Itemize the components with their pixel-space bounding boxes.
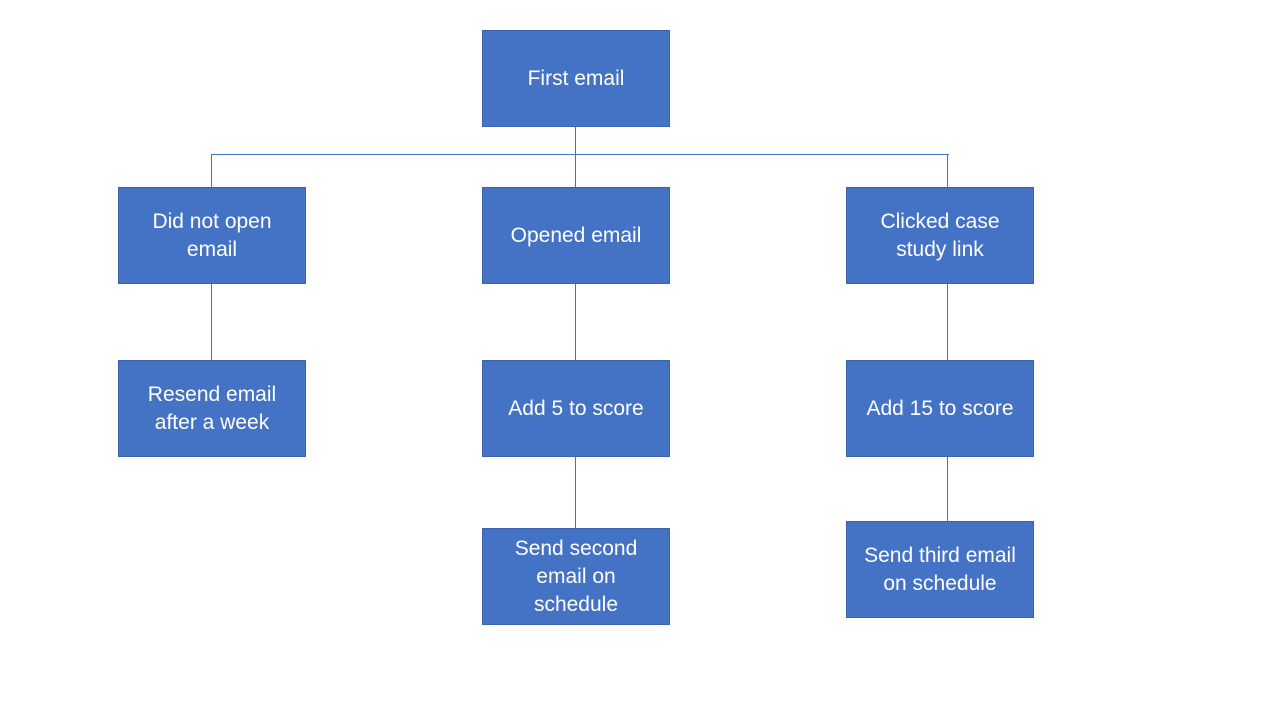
flowchart-node-first-email[interactable]: First email xyxy=(482,30,670,127)
flowchart-node-add-15-to-score[interactable]: Add 15 to score xyxy=(846,360,1034,457)
node-label-clicked-case-study-link: Clicked case study link xyxy=(880,209,1000,261)
flowchart-node-resend-email-after-a-week[interactable]: Resend email after a week xyxy=(118,360,306,457)
connector-bus-to-clicked-case-study-link xyxy=(947,155,948,187)
connector-add-5-to-send-second xyxy=(575,457,576,528)
connector-did-not-open-to-resend xyxy=(211,284,212,360)
node-label-first-email: First email xyxy=(527,66,625,90)
node-label-add-15-to-score: Add 15 to score xyxy=(866,396,1014,420)
node-label-opened-email: Opened email xyxy=(510,223,642,247)
node-label-did-not-open-email: Did not open email xyxy=(152,209,272,261)
node-label-resend-email-after-a-week: Resend email after a week xyxy=(147,382,277,434)
flowchart-node-add-5-to-score[interactable]: Add 5 to score xyxy=(482,360,670,457)
flowchart-node-send-third-email-on-schedule[interactable]: Send third email on schedule xyxy=(846,521,1034,618)
flowchart-node-did-not-open-email[interactable]: Did not open email xyxy=(118,187,306,284)
flowchart-node-clicked-case-study-link[interactable]: Clicked case study link xyxy=(846,187,1034,284)
node-label-send-second-email-on-schedule: Send second email on schedule xyxy=(514,536,638,616)
connector-add-15-to-send-third xyxy=(947,457,948,521)
connector-clicked-to-add-15 xyxy=(947,284,948,360)
node-label-add-5-to-score: Add 5 to score xyxy=(508,396,644,420)
connector-bus-to-opened-email xyxy=(575,155,576,187)
flowchart-node-send-second-email-on-schedule[interactable]: Send second email on schedule xyxy=(482,528,670,625)
connector-opened-to-add-5 xyxy=(575,284,576,360)
flowchart-node-opened-email[interactable]: Opened email xyxy=(482,187,670,284)
connector-bus-to-did-not-open-email xyxy=(211,155,212,187)
connector-first-email-stem xyxy=(575,127,576,155)
connector-branch-bus xyxy=(211,154,949,155)
node-label-send-third-email-on-schedule: Send third email on schedule xyxy=(864,543,1016,595)
